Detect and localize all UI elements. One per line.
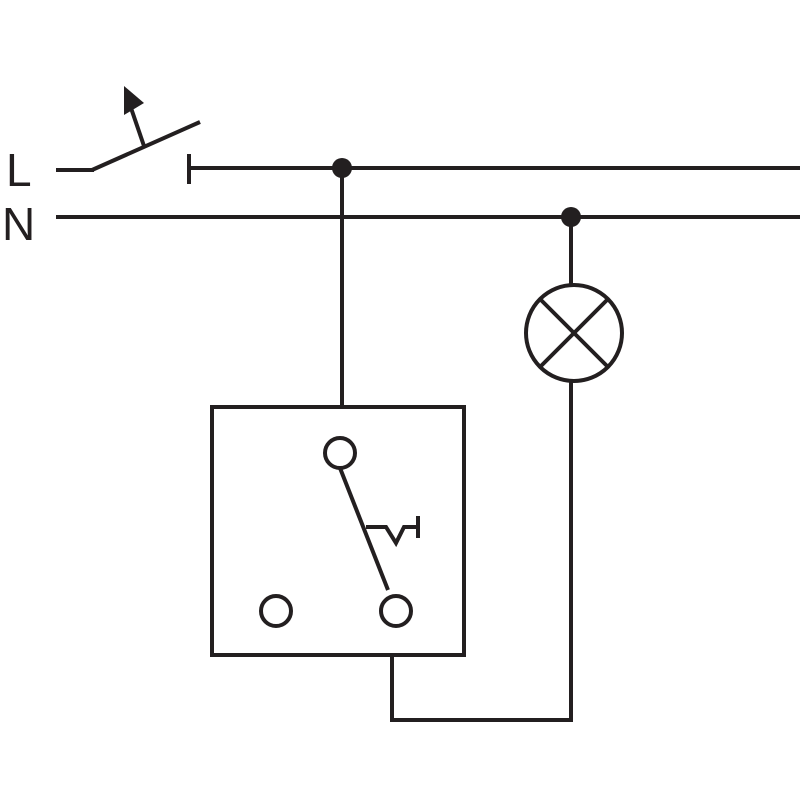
main-switch-blade [91, 120, 201, 172]
return-wire [390, 655, 573, 722]
lamp-icon [524, 283, 624, 383]
actuator-arrow-icon [124, 86, 144, 115]
main-switch [56, 86, 201, 184]
actuator-stem [129, 107, 146, 147]
label-live: L [6, 144, 32, 196]
lamp-cross-b [538, 297, 610, 369]
relay-switch-blade [338, 467, 390, 591]
terminal-right [379, 594, 413, 628]
label-neutral: N [2, 198, 35, 250]
terminal-left [259, 594, 293, 628]
switch-enclosure [210, 405, 466, 657]
relay-switch-box [210, 405, 466, 657]
terminal-top [323, 436, 357, 470]
thermal-element-icon [366, 525, 418, 548]
lamp-symbol [524, 217, 624, 720]
